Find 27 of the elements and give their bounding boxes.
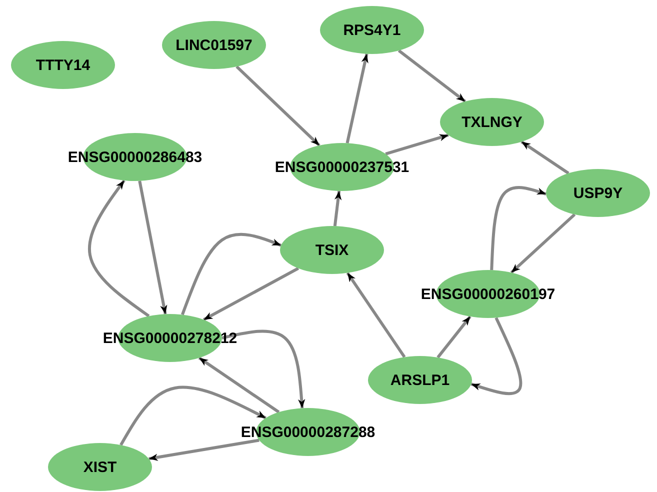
arrow [346, 54, 368, 144]
arrow [236, 66, 320, 146]
arrow [385, 134, 449, 156]
gene-label: USP9Y [573, 184, 623, 202]
arrow [138, 180, 168, 314]
arrow [333, 190, 342, 226]
gene-label: LINC01597 [176, 36, 252, 54]
gene-label: TXLNGY [462, 114, 522, 130]
arrow [88, 180, 150, 318]
arrow [222, 330, 306, 408]
arrow [520, 140, 570, 174]
arrow [490, 186, 547, 270]
arrow [202, 266, 300, 322]
arrow [346, 272, 406, 358]
arrow [470, 317, 522, 396]
arrow [148, 438, 260, 461]
gene-label: XIST [83, 458, 117, 476]
gene-label: TSIX [315, 242, 349, 258]
gene-label: RPS4Y1 [343, 22, 401, 38]
arrow [120, 386, 266, 446]
gene-label: TTTY14 [36, 56, 90, 74]
arrow [436, 316, 472, 358]
gene-label: ARSLP1 [390, 372, 450, 388]
arrow [198, 356, 280, 414]
arrow [398, 49, 466, 103]
arrow [510, 213, 576, 274]
arrow [180, 232, 282, 316]
